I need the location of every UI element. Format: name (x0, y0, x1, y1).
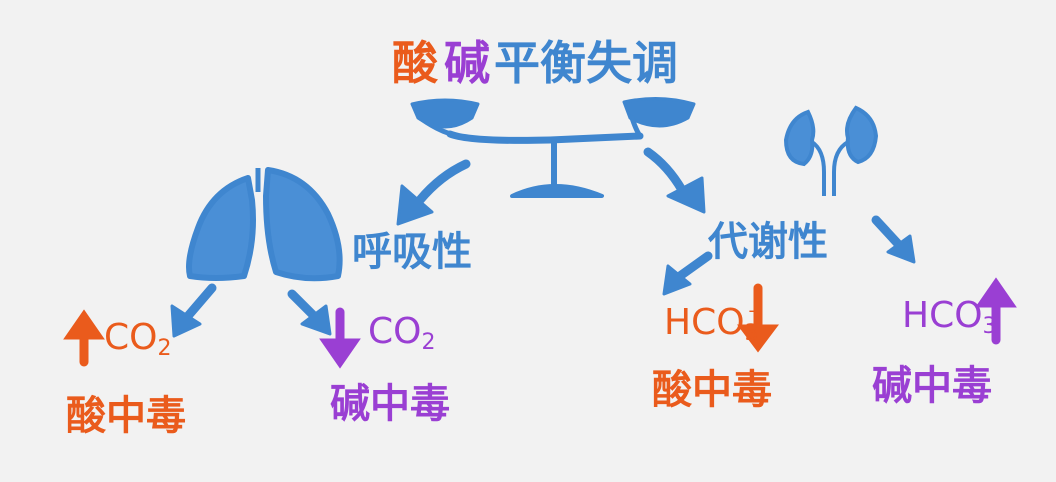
met-alkalosis-species: HCO3 (902, 298, 997, 338)
met-acidosis-species: HCO3- (664, 300, 759, 345)
lungs-icon (186, 167, 343, 282)
resp-acidosis-species: CO2 (104, 320, 171, 360)
resp-acidosis-species-text: CO (104, 317, 158, 358)
met-acidosis-subscript: 3 (744, 321, 759, 346)
resp-acidosis-subscript: 2 (157, 336, 172, 361)
flow-arrows (170, 147, 916, 338)
met-alkalosis-subscript: 3 (982, 314, 997, 339)
resp-alkalosis-subscript: 2 (421, 330, 436, 355)
met-alkalosis-species-text: HCO (902, 295, 983, 336)
title-rest: 平衡失调 (494, 36, 678, 90)
met-acidosis-species-text: HCO (664, 302, 745, 343)
balance-scale-icon (410, 96, 696, 198)
met-acidosis-label: 酸中毒 (652, 367, 772, 413)
title-acid: 酸 (392, 36, 438, 90)
met-acidosis-superscript: - (748, 300, 756, 321)
respiratory-label: 呼吸性 (352, 229, 472, 275)
kidneys-icon (783, 105, 879, 196)
direction-arrows (63, 277, 1017, 369)
diagram-title: 酸碱平衡失调 (392, 40, 678, 86)
resp-alkalosis-label: 碱中毒 (330, 381, 450, 427)
resp-alkalosis-species-text: CO (368, 311, 422, 352)
resp-alkalosis-species: CO2 (368, 314, 435, 354)
resp-acidosis-label: 酸中毒 (66, 393, 186, 439)
title-base: 碱 (444, 36, 490, 90)
metabolic-label: 代谢性 (708, 219, 828, 265)
met-alkalosis-label: 碱中毒 (872, 363, 992, 409)
